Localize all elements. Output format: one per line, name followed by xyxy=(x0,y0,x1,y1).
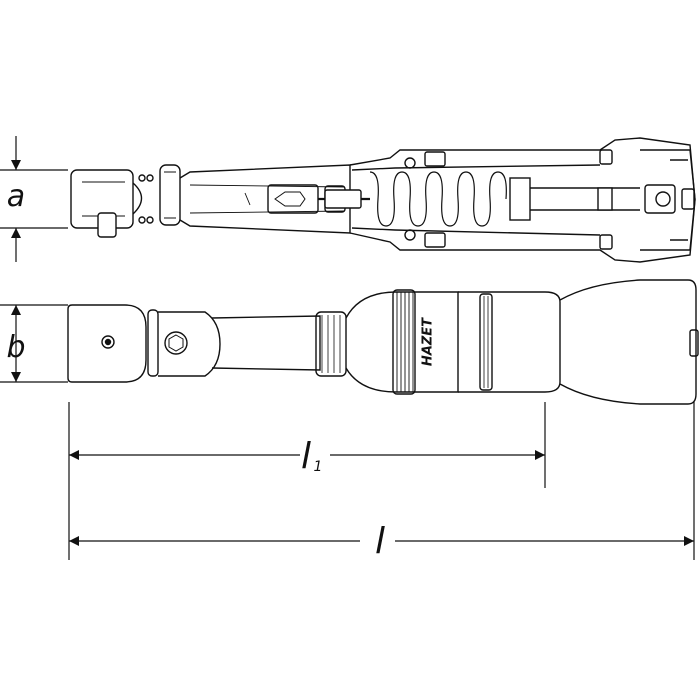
exterior-view xyxy=(67,279,699,405)
dimension-label-a: a xyxy=(7,179,25,214)
cutaway-pivot-block xyxy=(324,189,362,209)
dimension-label-l: l xyxy=(375,521,385,562)
exterior-hex-bolt xyxy=(164,331,188,355)
cutaway-rod-stop xyxy=(597,187,613,211)
dimension-label-l1: l xyxy=(301,436,311,477)
exterior-ratchet-button xyxy=(101,335,115,349)
dimension-label-l1-subscript: 1 xyxy=(314,459,323,475)
exterior-drive-head xyxy=(67,304,147,383)
dimension-lines xyxy=(0,136,695,560)
exterior-lock-ring xyxy=(479,293,493,391)
brand-logo: HAZET xyxy=(421,317,436,366)
cutaway-view xyxy=(70,137,696,263)
cutaway-spring xyxy=(369,171,507,227)
exterior-adjust-ring xyxy=(392,289,416,395)
dimension-label-b: b xyxy=(6,330,25,365)
exterior-handle xyxy=(458,291,561,393)
cutaway-clamp-ring xyxy=(159,164,181,226)
exterior-knurl-collar xyxy=(315,311,347,377)
exterior-end-cap xyxy=(559,279,697,405)
